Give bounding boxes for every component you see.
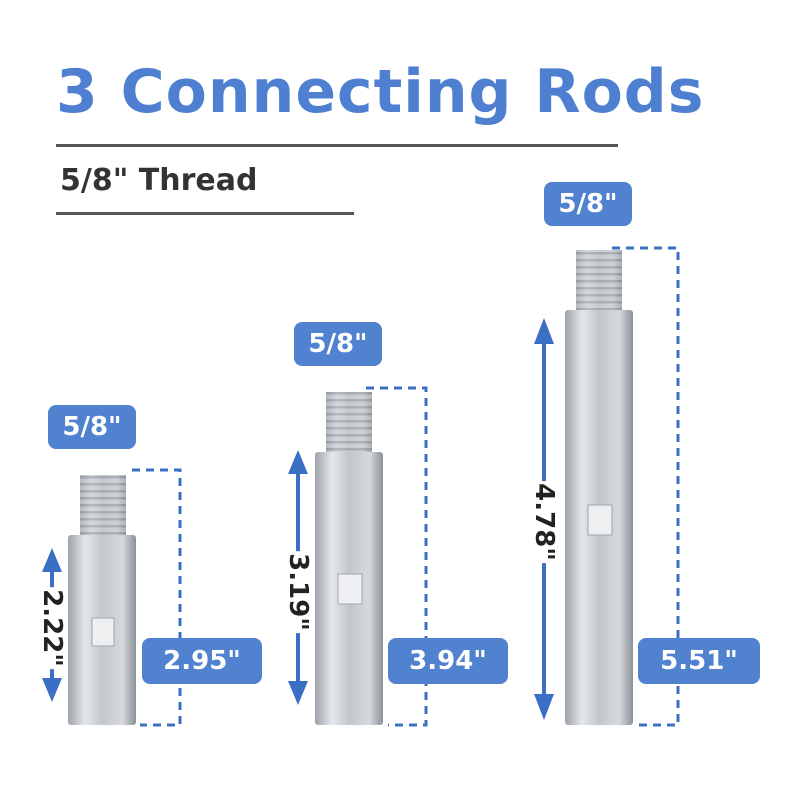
rod-3-body-length-label: 4.78" [529,481,559,563]
rod-3-total-bracket [612,246,680,727]
rod-1-flat [91,617,115,647]
rod-2-total-bracket [366,386,428,727]
rod-2 [288,386,428,727]
rod-3-thread-tag: 5/8" [544,182,632,226]
rod-1-body-length-label: 2.22" [37,587,67,669]
page-title: 3 Connecting Rods [56,57,705,127]
rod-2-body-length-label: 3.19" [283,551,313,633]
rod-2-total-length-tag: 3.94" [388,638,508,684]
rod-1-thread-tag: 5/8" [48,405,136,449]
rod-1-total-bracket [132,468,182,727]
rod-2-thread-tag: 5/8" [294,322,382,366]
title-divider [56,144,618,147]
rod-2-flat [337,573,363,605]
rod-3-total-length-tag: 5.51" [638,638,760,684]
rod-3-flat [587,504,613,536]
subtitle-divider [56,212,354,215]
rod-1-total-length-tag: 2.95" [142,638,262,684]
page-subtitle: 5/8" Thread [60,163,258,198]
rod-3 [534,246,680,727]
rod-1 [42,468,182,727]
